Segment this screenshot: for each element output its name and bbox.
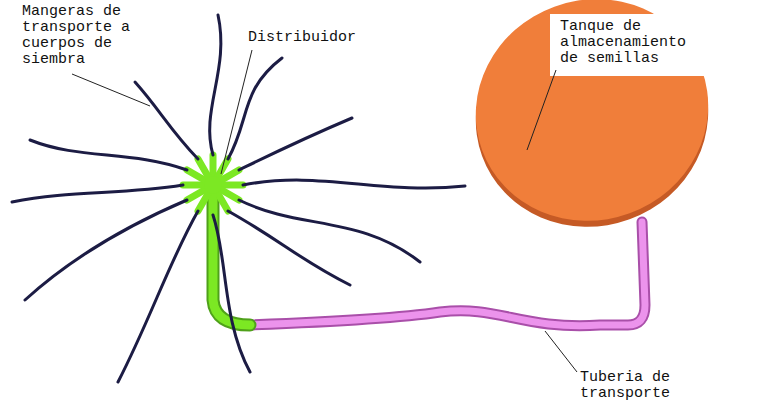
hose [12, 185, 183, 202]
leader-line [545, 331, 577, 372]
hose [239, 200, 420, 262]
pipe-body [248, 222, 645, 326]
distributor [183, 155, 250, 325]
pipe-outline [248, 222, 645, 326]
hose [228, 211, 350, 285]
hose [243, 180, 465, 188]
distributor-outlets [183, 155, 243, 215]
distributor-pipe-outline [213, 185, 250, 325]
part-label: Mangeras de transporte a cuerpos de siem… [22, 4, 146, 68]
hose [228, 58, 282, 159]
part-label: Tanque de almacenamiento de semillas [556, 16, 714, 70]
hose [239, 118, 352, 170]
distributor-hub [204, 176, 222, 194]
seed-tank [444, 0, 757, 259]
part-label: Distribuidor [248, 30, 378, 46]
transport-pipe [248, 222, 645, 326]
hose [210, 15, 221, 155]
hose [25, 200, 187, 300]
leader-line [72, 74, 150, 106]
hose [213, 215, 250, 372]
hose [135, 82, 198, 159]
seed-hoses [12, 15, 465, 382]
part-label: Tuberia de transporte [580, 370, 690, 402]
leader-line [527, 70, 556, 150]
hose [30, 140, 187, 170]
tank-label-ground [550, 14, 757, 76]
hose [118, 211, 198, 382]
tank-body [444, 0, 739, 253]
distributor-pipe [213, 185, 250, 325]
leader-lines [72, 50, 577, 372]
leader-line [221, 50, 252, 174]
